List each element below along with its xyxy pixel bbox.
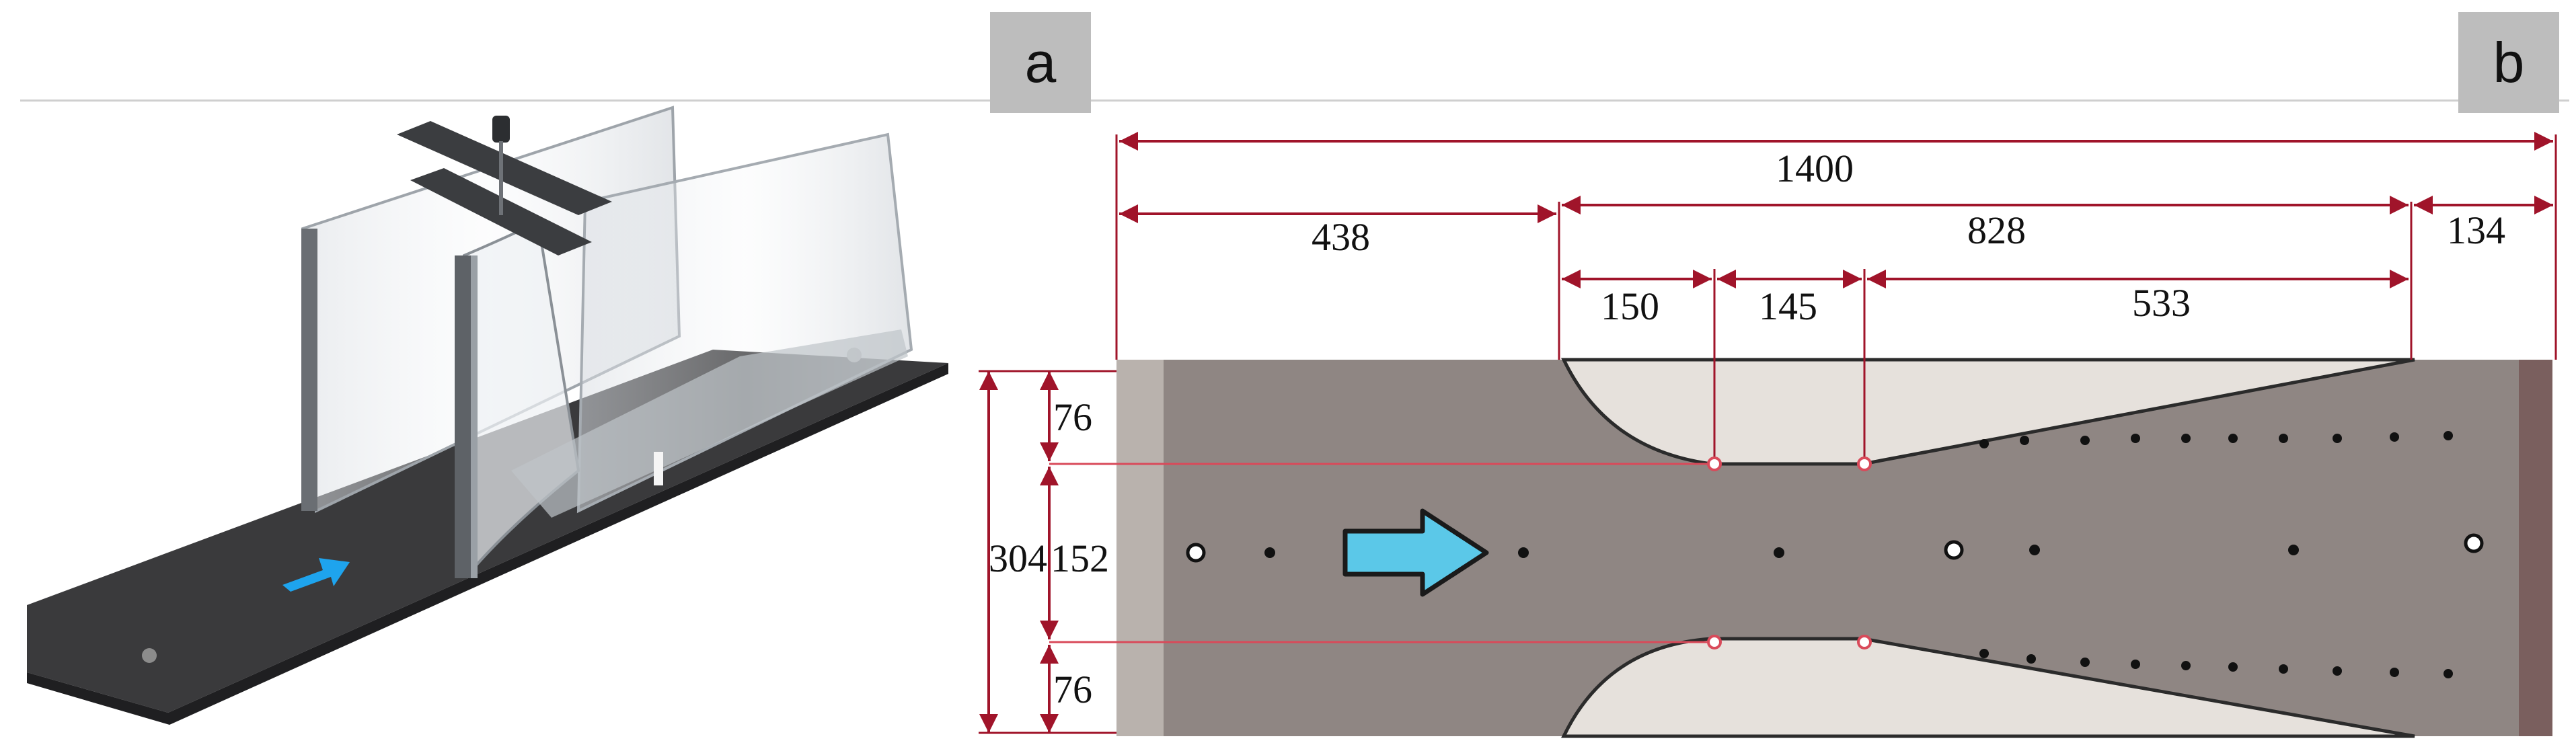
arrow-right-icon [1342,508,1489,597]
centerline-points [1186,533,2484,563]
label-1400: 1400 [1776,147,1854,190]
label-533: 533 [2132,281,2191,325]
top-clamp-upper [397,121,612,215]
inlet-strip [1116,360,1164,736]
flow-arrow-3d [282,558,350,592]
label-145: 145 [1759,284,1817,328]
label-304: 304 [989,537,1047,580]
left-post [301,229,317,511]
center-post [455,255,473,578]
label-76-top: 76 [1053,395,1092,439]
panel-label-b: b [2458,12,2559,113]
front-post [471,255,478,578]
label-134: 134 [2447,208,2505,252]
base-screw-front [142,648,157,663]
diffuser-points-top [1979,431,2453,448]
panel-b-schematic: 1400 438 828 134 150 145 533 76 304 152 … [979,132,2557,738]
label-828: 828 [1967,208,2026,252]
label-76-bottom: 76 [1053,668,1092,711]
clamp-knob [492,116,510,143]
outlet-strip [2519,360,2552,736]
label-438: 438 [1312,215,1370,259]
diffuser-wall [511,329,908,518]
probe-marker [654,452,663,485]
extension-lines [1115,134,2557,464]
panel-divider-rule [20,100,2569,102]
panel-a-3d-channel [27,106,948,725]
diffuser-points-bottom [1979,649,2453,678]
throat-wall-points [1707,457,1872,649]
panel-label-a: a [990,12,1091,113]
label-150: 150 [1601,284,1659,328]
label-152: 152 [1051,537,1109,580]
